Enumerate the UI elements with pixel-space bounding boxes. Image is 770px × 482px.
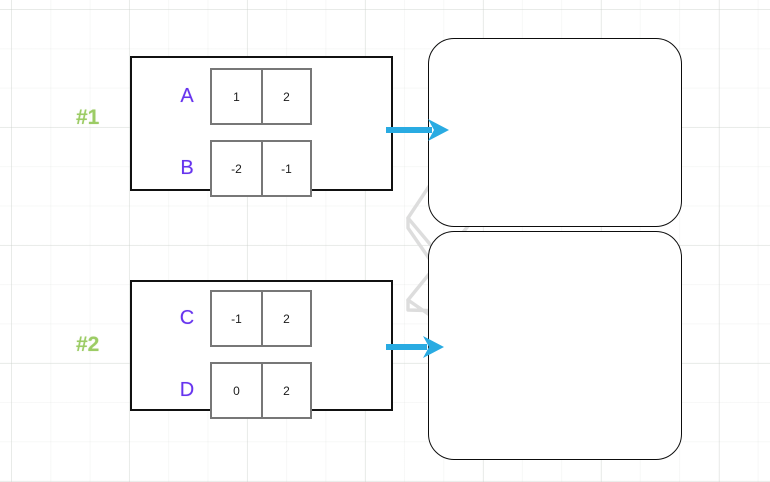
cell-b-0: -2 — [231, 161, 242, 176]
cell-d-1: 2 — [261, 364, 310, 417]
input-block-2[interactable]: C -1 2 D 0 2 — [130, 280, 393, 419]
input-row-c: C -1 2 — [164, 290, 312, 347]
cell-pair-d: 0 2 — [210, 362, 312, 419]
row-letter-a: A — [180, 85, 194, 107]
cell-pair-c: -1 2 — [210, 290, 312, 347]
row-letter-c: C — [179, 307, 195, 329]
cell-c-1: 2 — [261, 292, 310, 345]
cell-pair-b: -2 -1 — [210, 140, 312, 197]
row-letter-d: D — [179, 379, 195, 401]
cell-c-0: -1 — [231, 311, 242, 326]
row-letter-b: B — [180, 157, 194, 179]
cell-pair-a: 1 2 — [210, 68, 312, 125]
input-row-d: D 0 2 — [164, 362, 312, 419]
cell-a-1: 2 — [261, 70, 310, 123]
input-row-b: B -2 -1 — [164, 140, 312, 197]
input-block-1[interactable]: A 1 2 B -2 -1 — [130, 56, 393, 197]
step-label-1: #1 — [76, 106, 100, 129]
agg-panel-2[interactable] — [428, 231, 682, 460]
input-row-a: A 1 2 — [164, 68, 312, 125]
cell-d-0: 0 — [233, 383, 240, 398]
cell-b-1: -1 — [261, 142, 310, 195]
step-label-2: #2 — [76, 333, 100, 356]
agg-panel-1[interactable] — [428, 38, 682, 227]
cell-a-0: 1 — [233, 89, 240, 104]
